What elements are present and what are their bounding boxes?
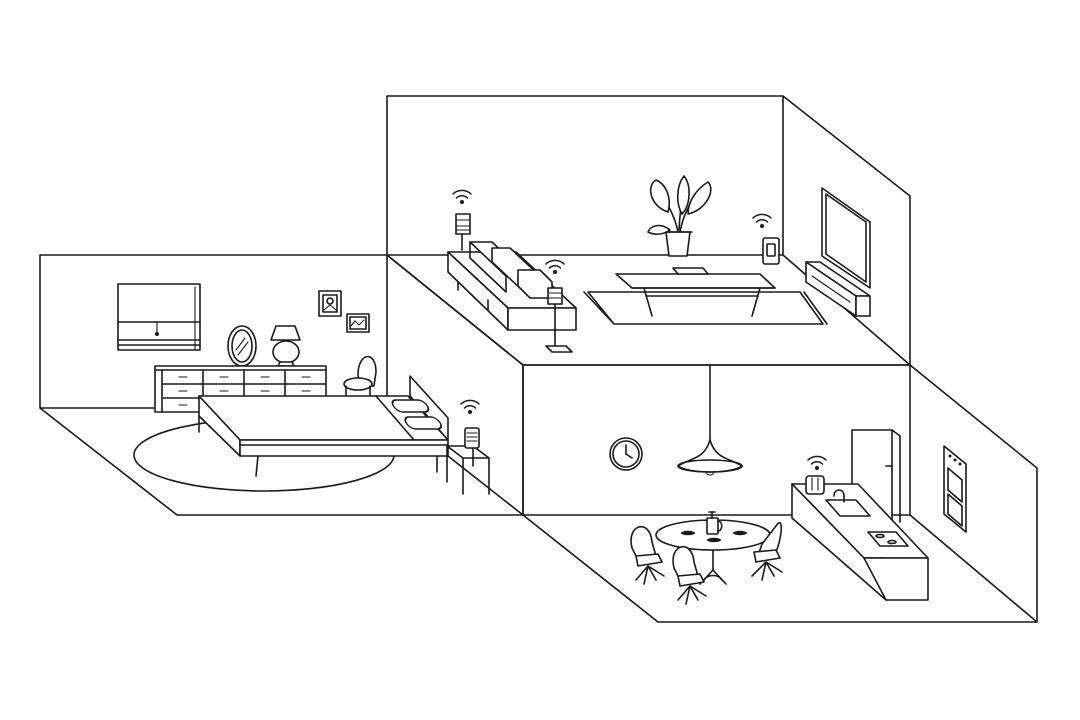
- window-blind: [117, 283, 201, 351]
- coffee-table: [615, 267, 776, 317]
- bed: [198, 375, 449, 477]
- wifi-signal-icon: [460, 399, 480, 414]
- kitchen-walls: [522, 364, 1038, 623]
- dining-chair: [630, 525, 665, 585]
- living-room-rug: [583, 291, 828, 325]
- wifi-signal-icon: [452, 189, 472, 204]
- bedside-speaker: [464, 427, 480, 449]
- dining-chair: [672, 545, 707, 605]
- wifi-signal-icon: [807, 455, 827, 470]
- chair: [343, 355, 377, 399]
- bedside-table: [446, 445, 490, 495]
- tv-stand: [805, 261, 871, 317]
- smart-speaker: [762, 237, 780, 265]
- pendant-lamp: [677, 364, 743, 476]
- picture-frames: [318, 290, 370, 333]
- living-room: [386, 95, 911, 366]
- dining-chair: [751, 522, 783, 581]
- wall-oven: [943, 445, 967, 533]
- sofa: [447, 241, 577, 331]
- kitchen-counter: [791, 483, 929, 601]
- wifi-signal-icon: [752, 213, 772, 228]
- toaster: [805, 475, 825, 495]
- wifi-signal-icon: [545, 259, 565, 274]
- tv: [821, 187, 871, 289]
- wall-clock: [609, 437, 643, 471]
- oval-mirror: [227, 325, 257, 367]
- potted-plant: [647, 175, 712, 257]
- table-lamp: [270, 325, 301, 367]
- kitchen-dining: [522, 364, 1038, 623]
- floor-lamp: [545, 287, 573, 353]
- bookshelf-speaker: [455, 213, 471, 251]
- bedroom: [39, 254, 524, 516]
- french-press: [706, 511, 723, 535]
- dining-chairs: [630, 522, 783, 605]
